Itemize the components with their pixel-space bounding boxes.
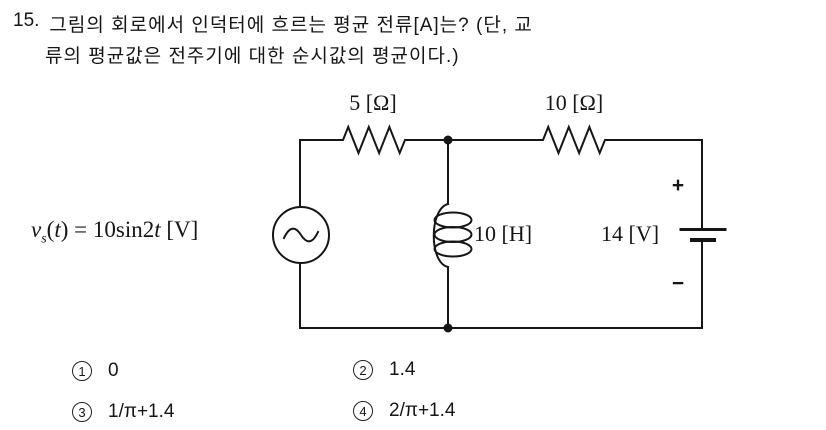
battery-label: 14 [V]: [601, 221, 659, 246]
question-line-1: 15. 그림의 회로에서 인덕터에 흐르는 평균 전류[A]는? (단, 교: [13, 10, 533, 37]
source-var-v: v: [31, 217, 42, 242]
inductor-label: 10 [H]: [474, 221, 532, 246]
source-var-t1: t: [54, 217, 61, 242]
battery-minus-sign: −: [672, 272, 684, 295]
bottom-node-dot: [443, 323, 453, 333]
choice-4-circled-number: 4: [353, 401, 373, 421]
choice-2: 2 1.4: [353, 359, 415, 381]
top-wire-resistor-r1-zigzag: [299, 124, 703, 156]
choice-4: 4 2/π+1.4: [353, 400, 455, 422]
inductor-coil-loop-2: [433, 226, 473, 243]
source-paren-open: (: [46, 217, 55, 242]
choice-1: 1 0: [72, 360, 119, 382]
choice-2-label: 1.4: [389, 359, 416, 380]
choice-3-label: 1/π+1.4: [108, 401, 175, 422]
choice-1-label: 0: [108, 360, 119, 381]
question-text-line2: 류의 평균값은 전주기에 대한 순시값의 평균이다.): [45, 46, 460, 67]
choice-3-circled-number: 3: [72, 402, 92, 422]
question-number: 15.: [13, 10, 40, 31]
choice-1-circled-number: 1: [72, 361, 92, 381]
choice-3: 3 1/π+1.4: [72, 401, 174, 423]
choice-4-label: 2/π+1.4: [389, 400, 456, 421]
battery-plus-sign: +: [672, 174, 684, 197]
choice-2-circled-number: 2: [353, 360, 373, 380]
inductor-coil-loop-3: [433, 240, 473, 258]
source-var-t2: t: [154, 217, 161, 242]
source-expression: ) = 10sin2: [60, 217, 155, 242]
source-unit: [V]: [160, 217, 199, 242]
resistor-r1-label: 5 [Ω]: [349, 90, 397, 115]
top-node-dot: [443, 135, 453, 145]
ac-source-sine-icon: [282, 227, 320, 243]
question-text-line1: 그림의 회로에서 인덕터에 흐르는 평균 전류[A]는? (단, 교: [49, 15, 533, 36]
source-voltage-equation: vs(t) = 10sin2t [V]: [31, 217, 198, 248]
resistor-r2-label: 10 [Ω]: [545, 90, 604, 115]
inductor-coil-loop-1: [433, 211, 473, 229]
source-subscript-s: s: [41, 231, 47, 247]
